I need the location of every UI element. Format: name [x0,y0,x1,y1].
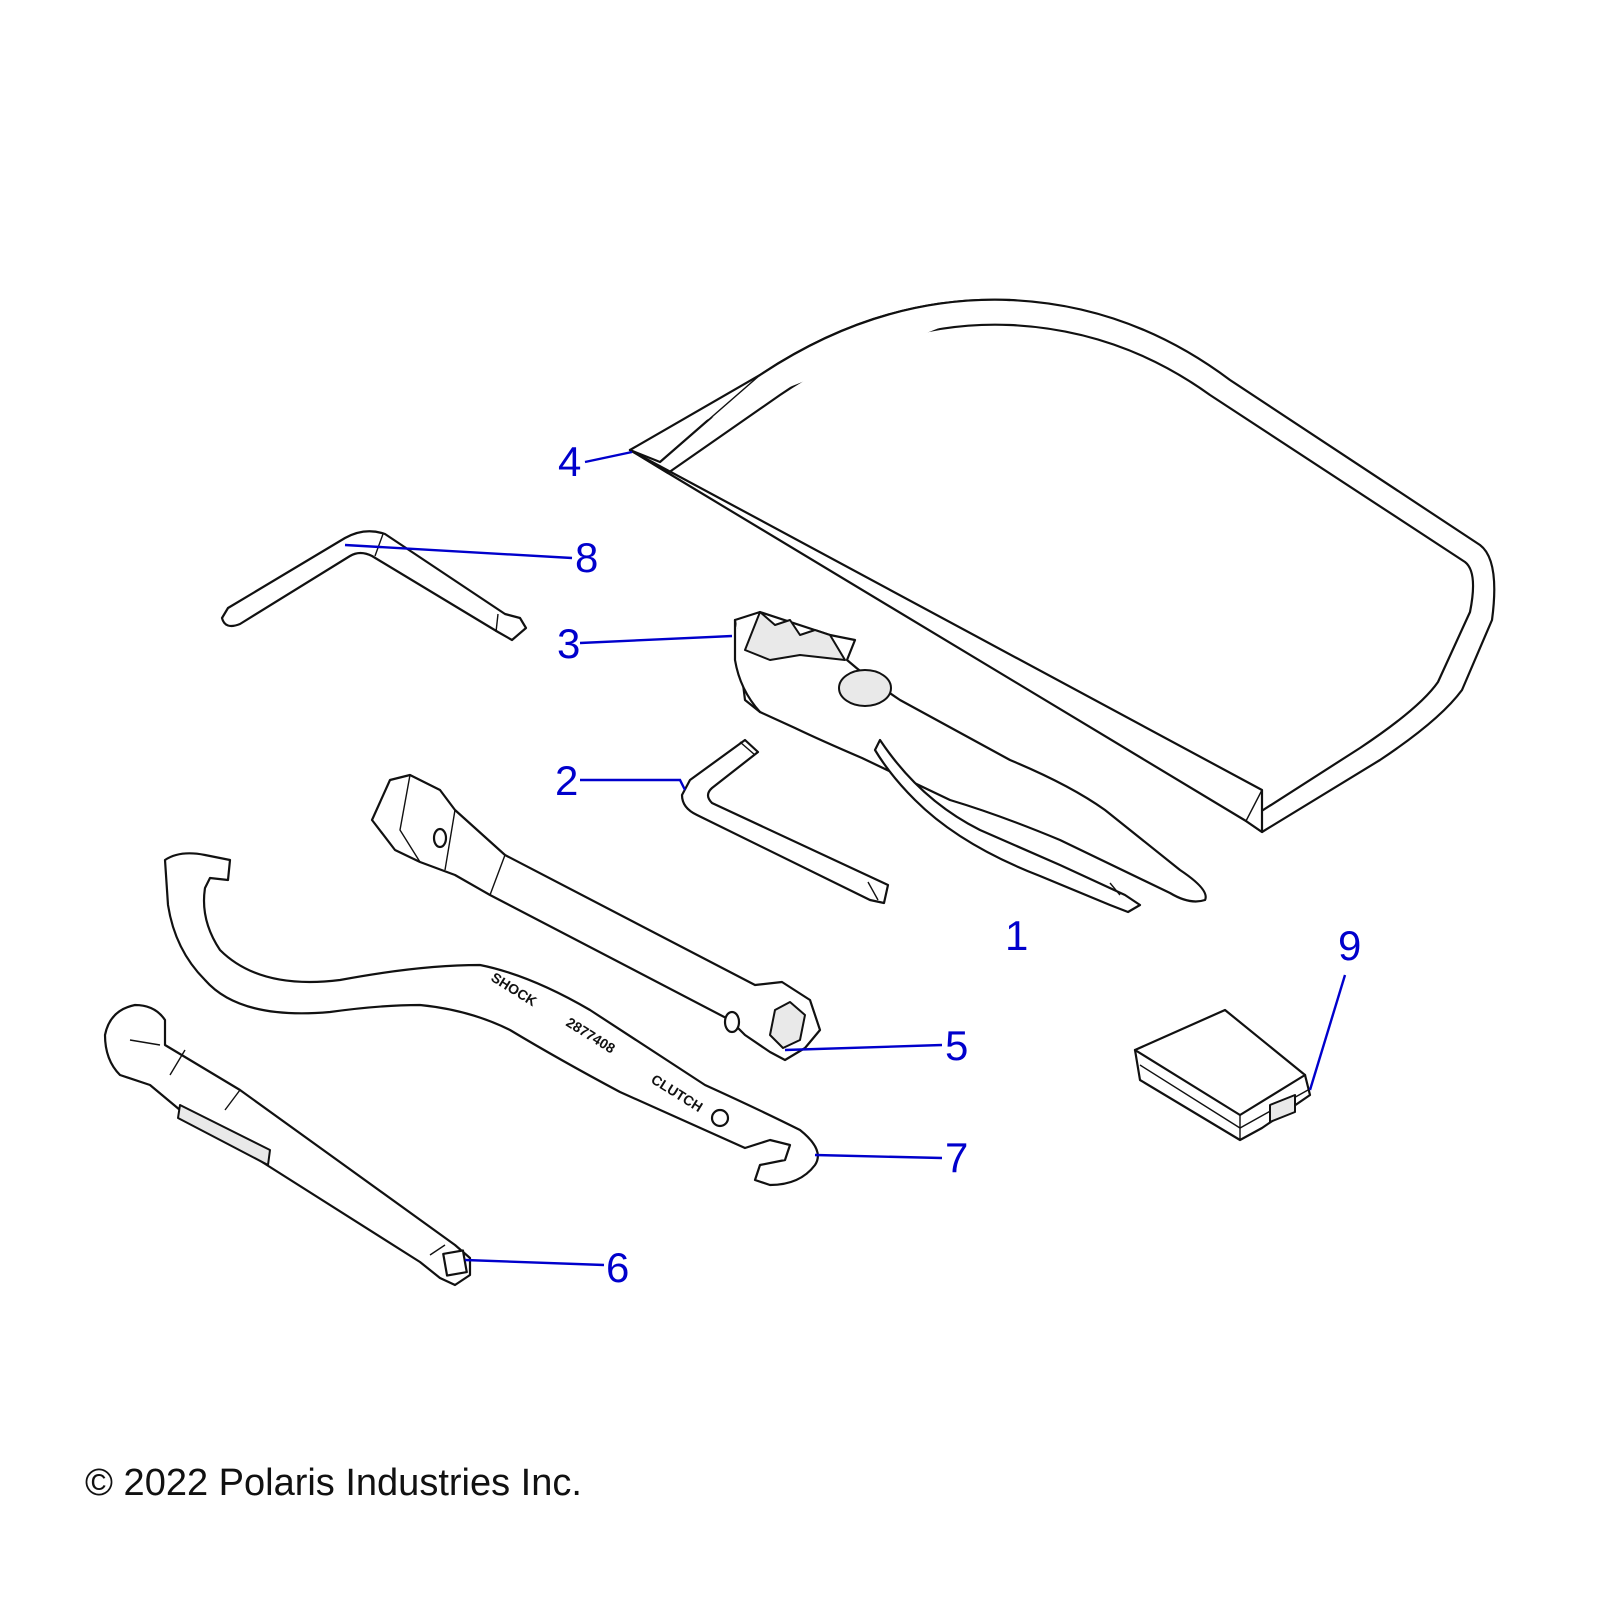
callout-3: 3 [557,620,580,667]
callout-2: 2 [555,757,578,804]
hex-key-part-8 [220,530,528,642]
spanner-wrench-part-7: SHOCK 2877408 CLUTCH [163,852,819,1187]
leader-lines [344,450,1347,1267]
callout-5: 5 [945,1022,968,1069]
copyright-notice: © 2022 Polaris Industries Inc. [85,1462,582,1504]
leader-4 [584,450,633,464]
leader-5 [784,1043,943,1052]
pliers-part-3 [733,610,1207,914]
extension-handle-part-6 [103,1003,472,1287]
leader-9 [1308,974,1347,1091]
leader-2 [580,778,687,791]
torx-key-part-2 [680,738,890,905]
callout-7: 7 [945,1134,968,1181]
callout-4: 4 [558,438,581,485]
leader-6 [464,1258,605,1267]
callout-6: 6 [606,1244,629,1291]
leader-3 [579,634,733,645]
leader-7 [814,1153,943,1160]
pouch-part-9 [1133,1008,1312,1142]
socket-wrench-part-5 [370,773,822,1062]
callout-8: 8 [575,534,598,581]
callout-9: 9 [1338,922,1361,969]
leader-8 [344,543,573,560]
callout-labels: 1 2 3 4 5 6 7 8 9 [555,438,1361,1291]
tool-pouch-part-4 [628,298,1496,834]
callout-1: 1 [1005,912,1028,959]
